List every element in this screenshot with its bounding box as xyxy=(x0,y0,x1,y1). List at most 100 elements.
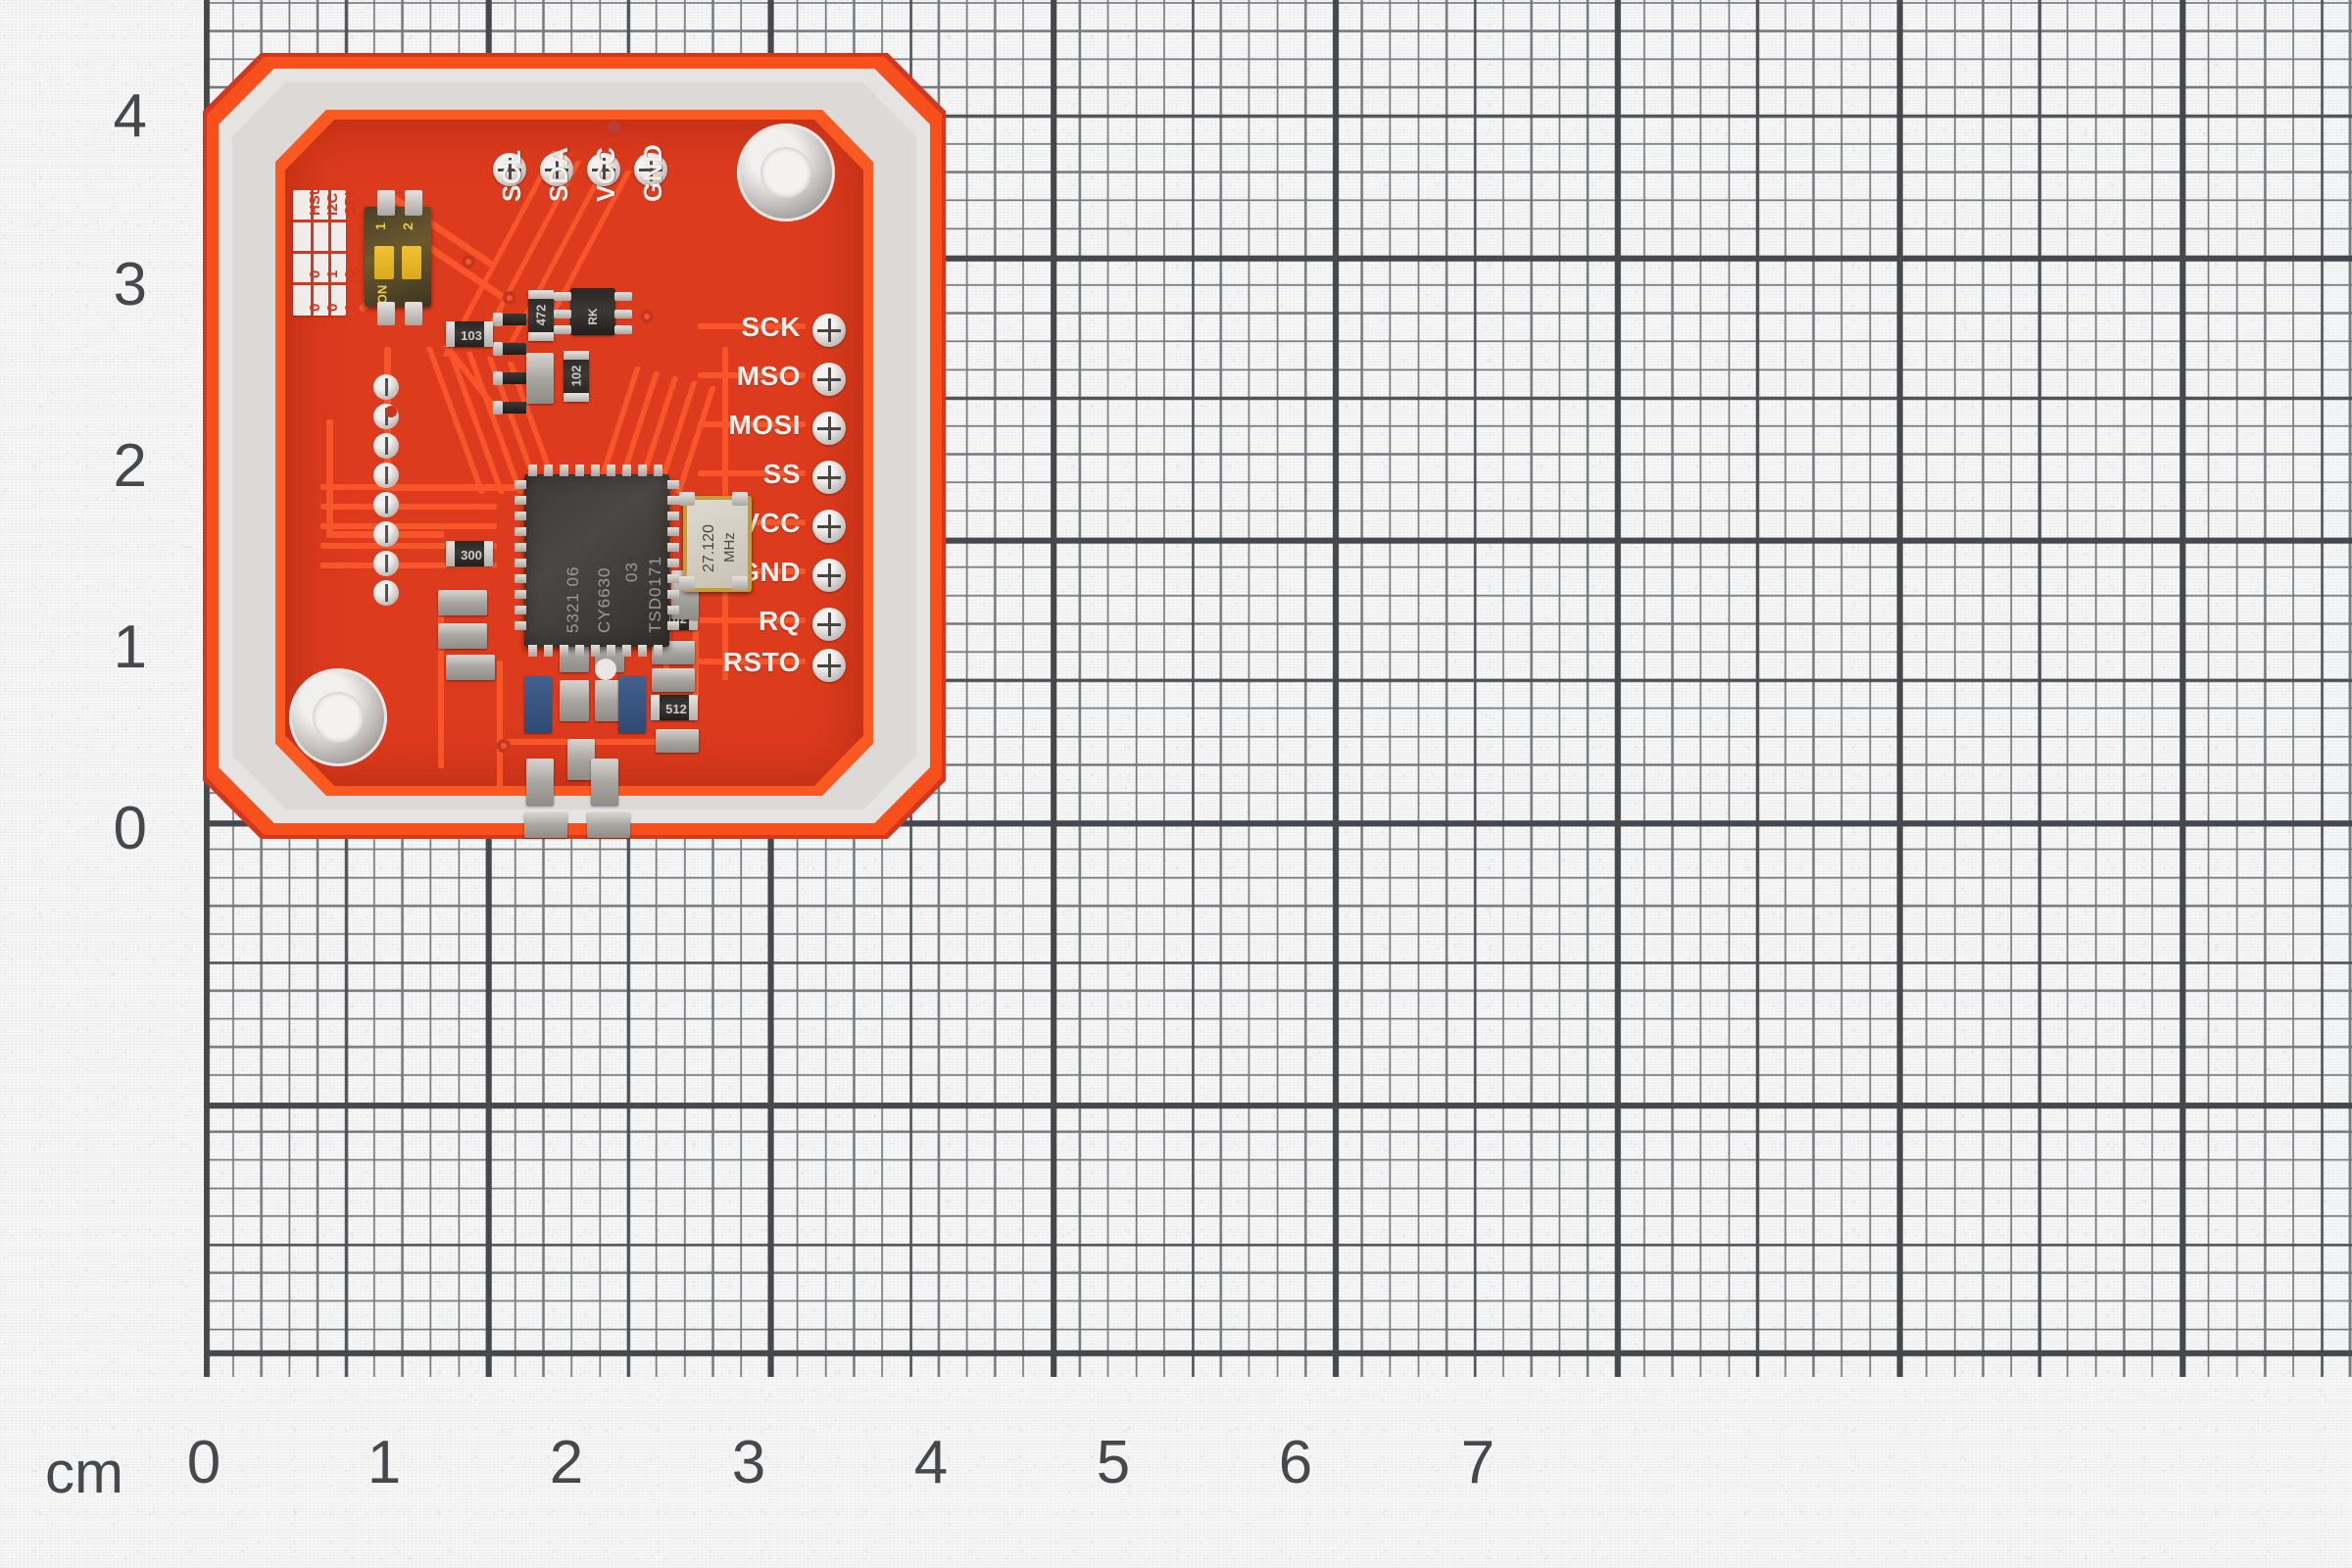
header-pad-scl[interactable] xyxy=(493,153,526,186)
header-pad-vcc2[interactable] xyxy=(812,510,846,543)
table-divider xyxy=(328,190,331,316)
ic-marking-line1: 5321 06 xyxy=(564,565,582,633)
ic-marking-line2: CY6630 xyxy=(595,566,613,633)
pn532-nfc-module[interactable]: SCL SDA VCC GND SCK MSO MOSI SS VCC GND … xyxy=(203,53,946,839)
trace-segment xyxy=(698,421,806,427)
crystal-pad xyxy=(679,576,695,590)
ic-pin xyxy=(575,465,584,476)
castellated-pad[interactable] xyxy=(373,433,399,459)
trace-segment xyxy=(698,659,806,664)
header-pad-rq[interactable] xyxy=(812,608,846,641)
capacitor xyxy=(587,812,630,838)
ic-pin xyxy=(544,465,553,476)
resistor-512-code: 512 xyxy=(665,702,687,716)
ic-pin xyxy=(667,606,679,614)
dip-switch-pin xyxy=(377,302,395,325)
mode-r2c2: 0 xyxy=(324,303,341,312)
crystal-pad xyxy=(732,492,748,506)
trace-segment xyxy=(497,661,503,788)
ruler-y-label-4: 4 xyxy=(113,82,147,150)
transistor-pin xyxy=(554,310,571,318)
ic-marking-line4: TSD0171 xyxy=(646,556,664,633)
table-divider xyxy=(311,190,314,316)
header-pad-rsto[interactable] xyxy=(812,649,846,682)
transistor-pin xyxy=(554,325,571,334)
resistor-terminal xyxy=(446,321,455,347)
header-pad-sck[interactable] xyxy=(812,314,846,347)
ic-pin xyxy=(667,480,679,489)
transistor-pin xyxy=(614,325,632,334)
resistor-300-code: 300 xyxy=(461,548,482,563)
ic-pin xyxy=(607,465,615,476)
ruler-y-label-2: 2 xyxy=(113,432,147,500)
ruler-x-label-0: 0 xyxy=(186,1429,221,1496)
header-pad-mosi[interactable] xyxy=(812,412,846,445)
ic-pin xyxy=(514,606,526,614)
resistor-terminal xyxy=(689,695,698,720)
smd-header-pin-solder xyxy=(493,401,503,415)
dip-switch-key-1[interactable] xyxy=(374,246,394,279)
crystal-frequency-label: 27.120 xyxy=(701,524,717,572)
capacitor xyxy=(567,739,595,780)
crystal-pad xyxy=(679,492,695,506)
castellated-pad[interactable] xyxy=(373,580,399,606)
castellated-pad[interactable] xyxy=(373,374,399,400)
interface-mode-table: HSU I2C SPI 0 1 0 0 0 1 xyxy=(293,184,359,316)
inductor-blue xyxy=(524,676,552,733)
ruler-x-label-3: 3 xyxy=(731,1429,766,1496)
ic-pin xyxy=(667,527,679,536)
resistor-terminal xyxy=(446,541,455,566)
via xyxy=(609,122,620,133)
trace-segment xyxy=(698,323,806,329)
dip-switch-key-2[interactable] xyxy=(402,246,421,279)
castellated-pad[interactable] xyxy=(373,551,399,576)
ic-pin xyxy=(654,645,662,657)
header-pad-gnd[interactable] xyxy=(634,153,667,186)
header-pad-ss[interactable] xyxy=(812,461,846,494)
via xyxy=(462,255,475,269)
ruler-x-label-4: 4 xyxy=(913,1429,949,1496)
smd-header-pin-solder xyxy=(493,313,503,326)
pin-label-mosi: MOSI xyxy=(728,410,801,440)
trace-segment xyxy=(320,563,497,568)
header-pad-sda[interactable] xyxy=(540,153,573,186)
dip-switch-label-2: 2 xyxy=(399,222,416,230)
crystal-oscillator: 27.120 MHz xyxy=(683,496,752,592)
ic-pin xyxy=(514,512,526,520)
ic-pin xyxy=(667,543,679,552)
resistor-terminal xyxy=(564,393,589,402)
smd-header-pin xyxy=(501,314,526,325)
resistor-102 xyxy=(564,351,589,402)
ic-pin xyxy=(667,621,679,630)
via xyxy=(503,291,516,305)
ic-pin xyxy=(528,645,537,657)
pin-label-scl: SCL xyxy=(497,149,526,203)
castellated-pad[interactable] xyxy=(373,521,399,547)
ic-pin xyxy=(654,465,662,476)
castellated-pad[interactable] xyxy=(373,492,399,517)
capacitor xyxy=(526,759,554,806)
ruler-y-label-1: 1 xyxy=(113,613,147,681)
header-pad-vcc[interactable] xyxy=(587,153,620,186)
pin-label-ss: SS xyxy=(762,459,801,489)
header-pad-gnd2[interactable] xyxy=(812,559,846,592)
castellated-pad[interactable] xyxy=(373,463,399,488)
test-point xyxy=(595,659,616,680)
resistor-103 xyxy=(446,321,493,347)
pin-label-gnd: GND xyxy=(638,143,667,202)
ic-pin xyxy=(514,559,526,567)
ic-pin xyxy=(667,574,679,583)
ic-pin xyxy=(607,645,615,657)
pin-label-mso: MSO xyxy=(736,361,801,391)
ic-pin xyxy=(667,559,679,567)
resistor-472-code: 472 xyxy=(533,304,549,326)
pn532-ic: 5321 06 CY6630 03 TSD0171 xyxy=(524,474,669,647)
ic-pin xyxy=(514,543,526,552)
ic-pin xyxy=(622,465,631,476)
header-pad-mso[interactable] xyxy=(812,363,846,396)
mode-r1c1: 0 xyxy=(307,270,323,278)
ic-pin xyxy=(514,574,526,583)
trace-segment xyxy=(438,602,444,768)
smd-header-pin xyxy=(501,343,526,355)
dip-switch[interactable]: 1 2 ON xyxy=(365,207,431,307)
